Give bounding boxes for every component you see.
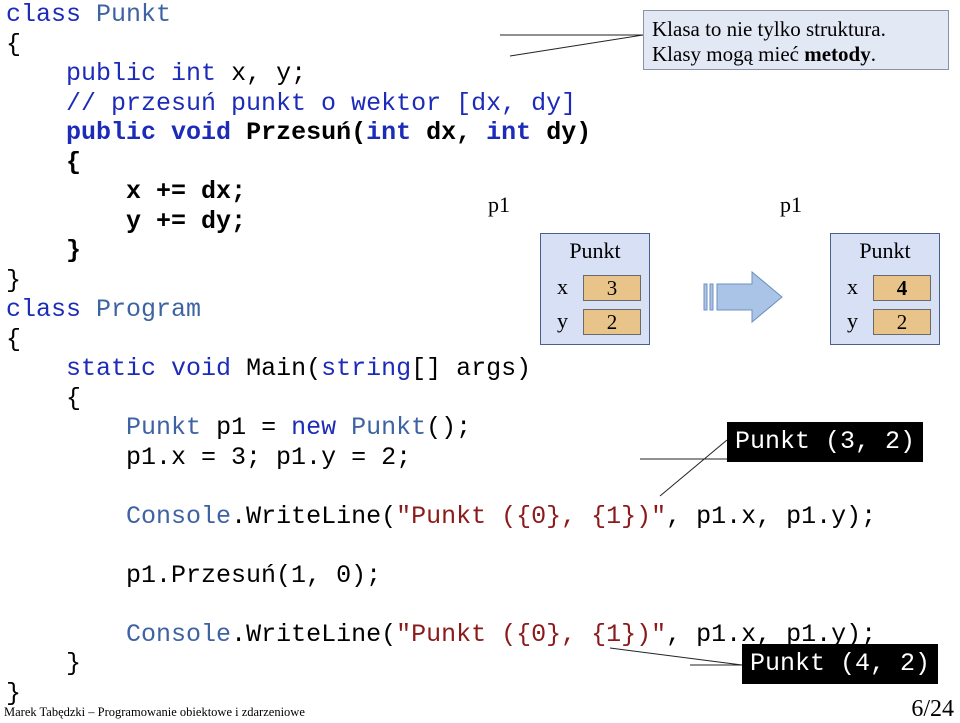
transition-arrow-icon (703, 270, 783, 324)
console-output-2: Punkt (4, 2) (742, 644, 939, 684)
before-field-y-value: 2 (583, 309, 641, 335)
code-line-22: Console.WriteLine("Punkt ({0}, {1})", p1… (126, 619, 877, 649)
code-line-12: { (6, 324, 22, 354)
before-object-class: Punkt (569, 238, 621, 263)
code-comment: // przesuń punkt o wektor [dx, dy] (66, 88, 577, 118)
code-line-15: Punkt p1 = new Punkt(); (126, 413, 472, 442)
after-field-y-value: 2 (873, 309, 931, 335)
code-line-10: } (6, 265, 22, 295)
page-number: 6/24 (911, 696, 954, 722)
after-object-class: Punkt (859, 238, 911, 263)
code-line-11: class Program (6, 295, 202, 324)
after-object-box: Punkt x 4 y 2 (830, 233, 940, 345)
code-line-24: } (6, 678, 22, 708)
code-line-4: // przesuń punkt o wektor [dx, dy] (6, 89, 576, 118)
code-line-16: p1.x = 3; p1.y = 2; (126, 442, 412, 472)
before-ref-label: p1 (488, 192, 510, 217)
before-field-x-label: x (557, 274, 568, 299)
code-line-14: { (66, 383, 82, 413)
code-line-7: x += dx; (126, 177, 247, 206)
after-field-y-label: y (847, 308, 858, 333)
console-output-1: Punkt (3, 2) (727, 422, 924, 462)
before-field-y-label: y (557, 308, 568, 333)
code-line-9: } (66, 236, 82, 265)
code-line-6: { (66, 147, 82, 177)
code-line-5: public void Przesuń(int dx, int dy) (66, 118, 592, 147)
slide-footer: Marek Tabędzki – Programowanie obiektowe… (4, 705, 305, 719)
output1-callout-diagonal (659, 439, 728, 497)
code-line-18: Console.WriteLine("Punkt ({0}, {1})", p1… (126, 501, 877, 531)
code-line-23: } (66, 649, 82, 678)
note-callout: Klasa to nie tylko struktura. Klasy mogą… (643, 10, 949, 70)
note-callout-diagonal (509, 34, 644, 57)
before-object-box: Punkt x 3 y 2 (540, 233, 650, 345)
code-line-1: class Punkt (6, 0, 172, 29)
output2-callout-diagonal (609, 647, 743, 666)
before-field-x-value: 3 (583, 275, 641, 301)
code-line-3: public int x, y; (66, 59, 307, 88)
after-field-x-label: x (847, 274, 858, 299)
after-field-x-value: 4 (873, 275, 931, 301)
code-line-2: { (6, 29, 22, 59)
note-emphasis: metody (804, 42, 871, 66)
code-line-8: y += dy; (126, 206, 247, 236)
after-ref-label: p1 (780, 192, 802, 217)
note-line-1: Klasa to nie tylko struktura. (652, 17, 886, 41)
code-line-20: p1.Przesuń(1, 0); (126, 560, 382, 590)
code-line-13: static void Main(string[] args) (66, 354, 532, 383)
code-listing: class Punkt { public int x, y; // przesu… (6, 0, 876, 708)
note-line-2: Klasy mogą mieć metody. (652, 42, 876, 66)
